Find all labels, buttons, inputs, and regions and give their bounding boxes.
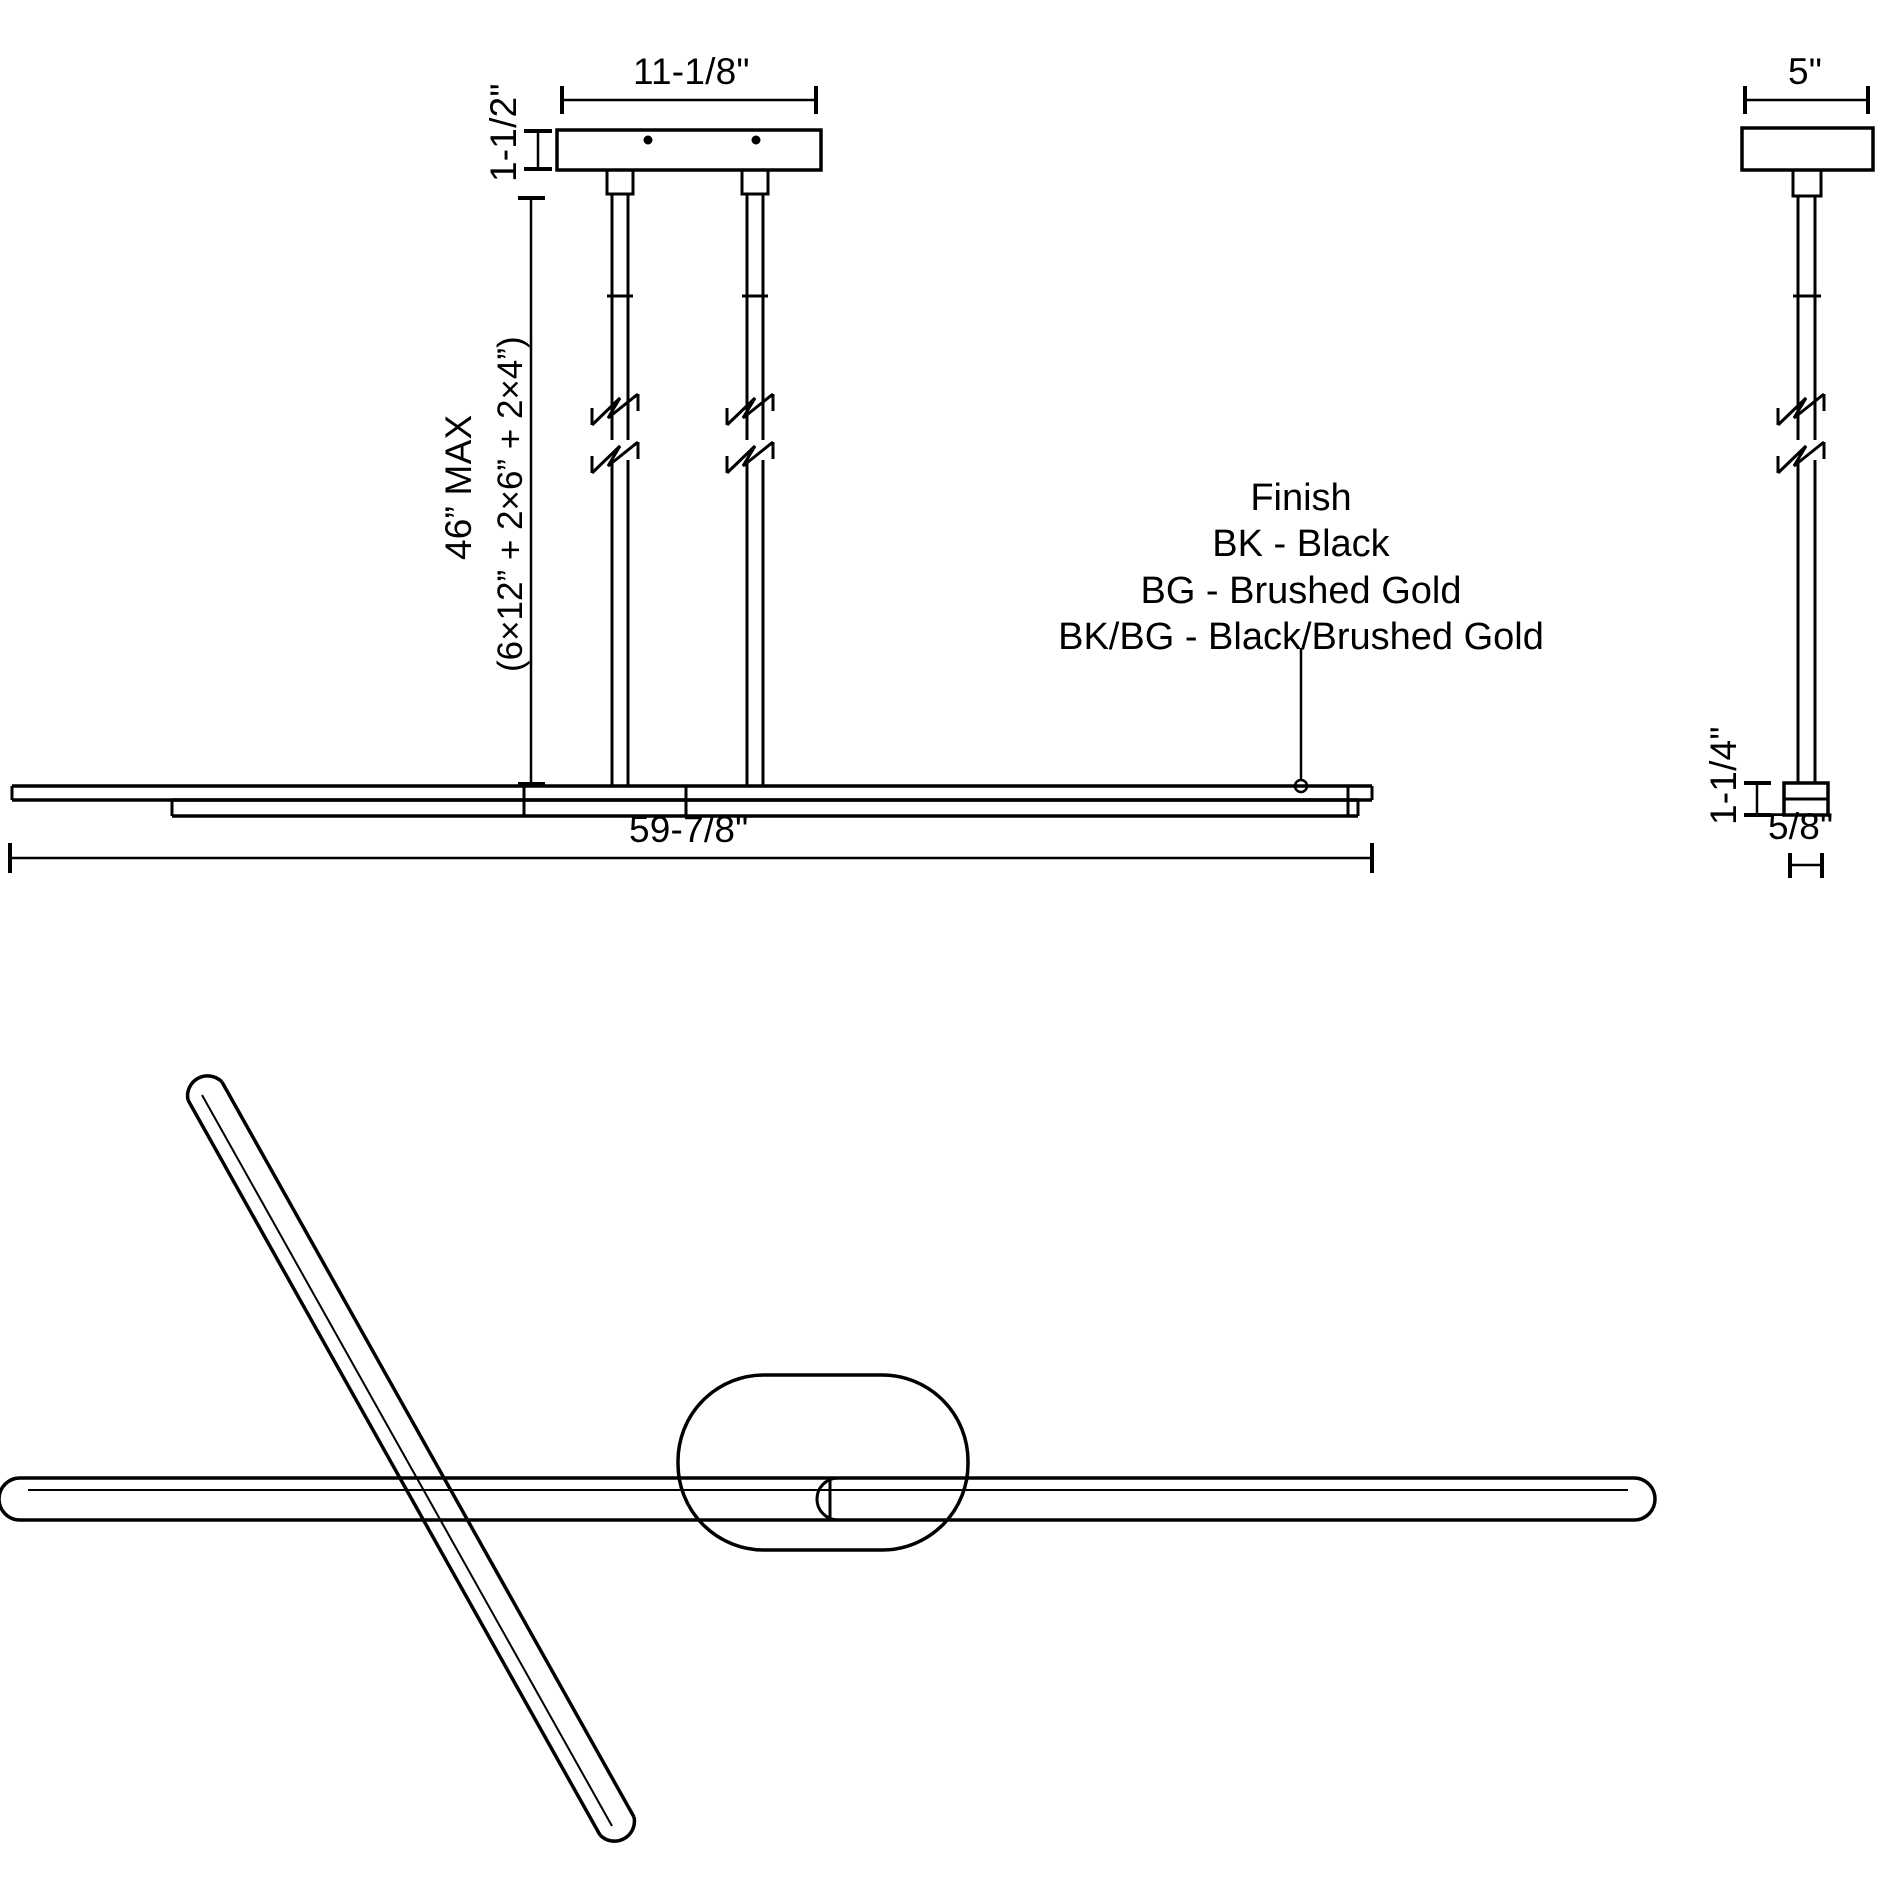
dim-label-overall-length: 59-7/8": [629, 809, 749, 850]
stem-left-break-1: [590, 392, 639, 427]
dim-label-side-width: 5": [1788, 51, 1823, 92]
canopy-screw-right: [751, 135, 761, 145]
dim-label-side-stem-width: 5/8": [1768, 806, 1834, 847]
finish-option-bkbg: BK/BG - Black/Brushed Gold: [1058, 616, 1544, 659]
horizontal-tube: [0, 1476, 1657, 1522]
canopy-plan-oval: [676, 1373, 970, 1552]
side-stem-break-2: [1776, 440, 1825, 475]
dim-label-canopy-width: 11-1/8": [633, 51, 750, 92]
dim-label-canopy-height: 1-1/2": [483, 83, 524, 182]
finish-option-bk: BK - Black: [1212, 523, 1390, 566]
canopy-side-body: [1740, 126, 1875, 172]
diagonal-tube: [185, 1074, 637, 1843]
finish-callout: Finish BK - Black BG - Brushed Gold BK/B…: [1001, 475, 1601, 660]
dim-label-drop-max: 46” MAX: [438, 414, 479, 560]
stem-right-break-2: [725, 440, 774, 475]
finish-title: Finish: [1250, 477, 1352, 519]
side-stem-collar: [1791, 168, 1823, 198]
finish-leader-dot: [1293, 778, 1309, 794]
stem-left-break-2: [590, 440, 639, 475]
finish-option-bg: BG - Brushed Gold: [1140, 569, 1462, 612]
tube-segment-cap: [815, 1476, 839, 1522]
dim-label-side-height: 1-1/4": [1703, 726, 1744, 825]
canopy-front-body: [555, 128, 823, 172]
diagonal-tube-inner-highlight: [201, 1094, 613, 1827]
stem-right-break-1: [725, 392, 774, 427]
dim-label-drop-breakdown: (6×12” + 2×6” + 2×4”): [491, 336, 530, 672]
stem-collar-right: [740, 168, 770, 196]
canopy-screw-left: [643, 135, 653, 145]
stem-collar-left: [605, 168, 635, 196]
side-stem-break-1: [1776, 392, 1825, 427]
